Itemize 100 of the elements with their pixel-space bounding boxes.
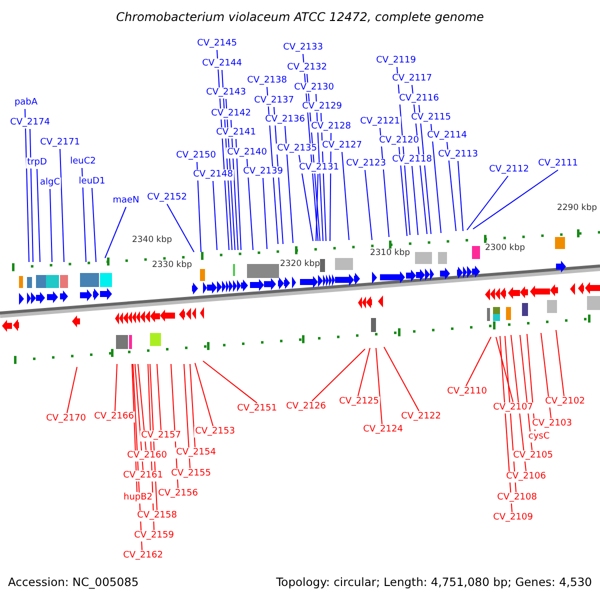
leader-line — [60, 148, 64, 262]
gene-label: CV_2123 — [345, 158, 387, 170]
gene-label: CV_2161 — [122, 470, 164, 482]
leader-line — [540, 332, 552, 418]
gene-label: CV_2133 — [282, 42, 324, 54]
gene-label: CV_2105 — [512, 450, 554, 462]
position-tick-label: 2310 kbp — [370, 248, 410, 258]
gene-label: CV_2107 — [492, 402, 534, 414]
genome-summary-note: Topology: circular; Length: 4,751,080 bp; Genes: 4,530 — [276, 575, 592, 589]
position-tick-label: 2320 kbp — [280, 259, 320, 269]
leader-line — [196, 162, 202, 252]
gene-label: CV_2151 — [236, 404, 278, 414]
gene-label: CV_2171 — [39, 138, 81, 148]
leader-line — [298, 154, 314, 242]
leader-line — [190, 364, 196, 448]
gene-label: CV_2154 — [175, 448, 217, 458]
leader-line — [496, 336, 514, 402]
leader-line — [66, 366, 78, 414]
gene-label: CV_2152 — [146, 192, 188, 204]
gene-label: CV_2112 — [488, 164, 530, 176]
leader-line — [114, 364, 118, 412]
gene-label: CV_2130 — [293, 82, 335, 94]
gene-label: CV_2138 — [246, 76, 288, 86]
gene-label: CV_2126 — [285, 402, 327, 412]
gene-label: CV_2136 — [264, 114, 306, 126]
gene-label: CV_2114 — [426, 130, 468, 142]
gene-label: CV_2103 — [531, 418, 573, 430]
leader-line — [472, 170, 558, 230]
gene-label: CV_2155 — [170, 468, 212, 480]
leader-line — [236, 138, 242, 250]
leader-line — [104, 206, 126, 258]
leader-line — [284, 126, 294, 244]
gene-label: CV_2121 — [359, 116, 401, 128]
gene-label: CV_2135 — [276, 144, 318, 154]
leader-line — [156, 364, 162, 430]
position-tick-label: 2290 kbp — [556, 203, 598, 213]
leader-line — [202, 360, 258, 404]
gene-label: CV_2137 — [253, 96, 295, 106]
gene-label: CV_2141 — [215, 128, 257, 138]
gene-label: CV_2157 — [140, 430, 182, 442]
gene-label: CV_2122 — [400, 412, 442, 422]
leader-line — [246, 158, 254, 250]
gene-label: CV_2158 — [136, 510, 178, 522]
leader-line — [342, 152, 350, 240]
gene-label: CV_2159 — [133, 530, 175, 542]
leader-line — [82, 168, 86, 262]
gene-label: CV_2109 — [492, 512, 534, 524]
gene-label: CV_2153 — [194, 426, 236, 438]
gene-label: CV_2115 — [410, 112, 452, 124]
gene-label: CV_2118 — [391, 154, 433, 166]
leader-line — [412, 166, 418, 236]
gene-label: leuD1 — [78, 176, 106, 188]
gene-label: CV_2150 — [175, 150, 217, 162]
leader-line — [50, 188, 52, 262]
leader-line — [194, 362, 214, 426]
leader-line — [316, 174, 318, 242]
leader-line — [262, 178, 268, 250]
leader-line — [446, 142, 456, 232]
gene-label: CV_2174 — [9, 118, 51, 128]
leader-line — [466, 176, 508, 230]
gene-label: CV_2119 — [375, 56, 417, 66]
gene-label: CV_2145 — [196, 38, 238, 50]
gene-label: hupB2 — [122, 492, 154, 504]
gene-label: CV_2108 — [496, 492, 538, 504]
gene-label: CV_2111 — [537, 158, 579, 170]
gene-label: algC — [39, 178, 61, 188]
gene-label: CV_2129 — [301, 102, 343, 112]
gene-label: CV_2110 — [446, 386, 488, 398]
gene-label: CV_2131 — [298, 162, 340, 174]
gene-label: CV_2125 — [338, 396, 380, 408]
gene-label: CV_2143 — [205, 88, 247, 98]
position-tick-label: 2330 kbp — [152, 260, 192, 270]
gene-label: CV_2116 — [398, 94, 440, 104]
gene-label: CV_2117 — [391, 74, 433, 84]
leader-line — [24, 108, 30, 262]
leader-line — [92, 188, 96, 262]
gene-label: CV_2128 — [310, 122, 352, 132]
gene-label: CV_2140 — [226, 148, 268, 158]
gene-label: CV_2160 — [126, 450, 168, 462]
leader-line — [358, 348, 370, 396]
leader-line — [138, 364, 146, 450]
gene-label: CV_2113 — [437, 150, 479, 160]
leader-line — [36, 168, 40, 262]
gene-label: CV_2148 — [192, 170, 234, 180]
gene-label: CV_2166 — [93, 412, 135, 422]
gene-label: CV_2170 — [45, 414, 87, 424]
gene-label: CV_2162 — [122, 550, 164, 562]
gene-label: CV_2106 — [505, 472, 547, 482]
leader-line — [384, 346, 420, 412]
gene-label: CV_2124 — [362, 424, 404, 436]
leader-line — [458, 160, 464, 232]
position-tick-label: 2300 kbp — [484, 243, 526, 253]
leader-line — [520, 334, 532, 450]
leader-line — [312, 348, 366, 402]
gene-label: CV_2132 — [286, 62, 328, 74]
leader-line — [466, 336, 492, 386]
gene-label: trpD — [26, 158, 48, 168]
gene-label: cysC — [527, 432, 551, 442]
diagram-title: Chromobacterium violaceum ATCC 12472, complete genome — [115, 10, 485, 24]
gene-label: CV_2120 — [378, 136, 420, 146]
